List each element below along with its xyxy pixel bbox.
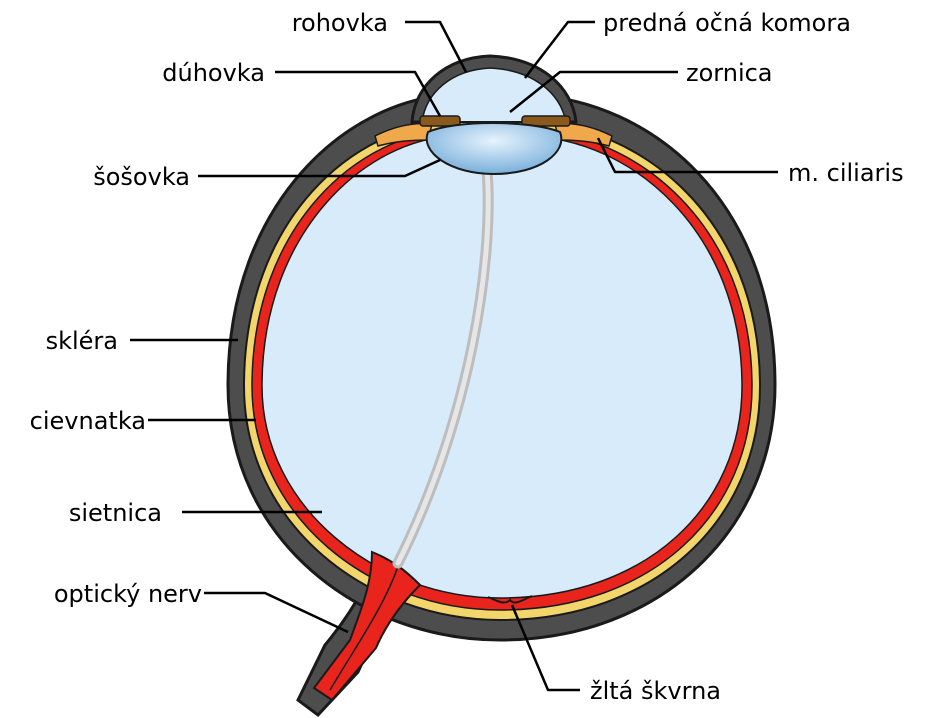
label-sclera: skléra xyxy=(46,327,118,355)
vitreous-body xyxy=(262,136,742,598)
label-retina: sietnica xyxy=(69,499,162,527)
label-pupil: zornica xyxy=(686,59,773,87)
label-cornea: rohovka xyxy=(292,9,388,37)
label-lens: šošovka xyxy=(93,163,190,191)
label-choroid: cievnatka xyxy=(30,407,146,435)
label-iris: dúhovka xyxy=(162,59,265,87)
leader-optic-nerve xyxy=(204,593,348,632)
label-anterior-chamber: predná očná komora xyxy=(603,9,851,37)
label-ciliary-muscle: m. ciliaris xyxy=(788,159,904,187)
label-macula: žltá škvrna xyxy=(590,677,721,705)
label-optic-nerve: optický nerv xyxy=(54,580,202,608)
